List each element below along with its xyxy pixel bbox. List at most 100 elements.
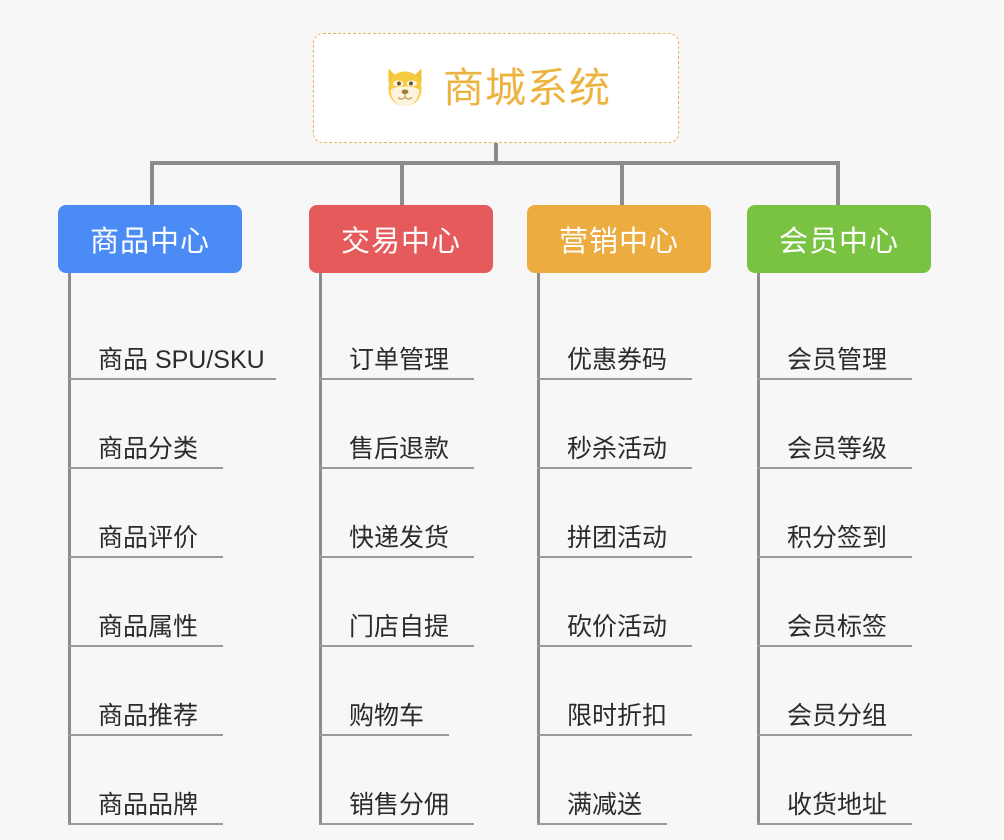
leaf-item[interactable]: 售后退款 bbox=[309, 380, 493, 469]
leaf-label: 会员管理 bbox=[787, 345, 888, 374]
leaf-underline bbox=[319, 467, 474, 469]
leaf-underline bbox=[537, 556, 692, 558]
leaf-item[interactable]: 商品推荐 bbox=[58, 647, 242, 736]
leaf-underline bbox=[68, 823, 223, 825]
leaf-item[interactable]: 收货地址 bbox=[747, 736, 931, 825]
leaf-label: 购物车 bbox=[349, 701, 425, 730]
leaf-label: 门店自提 bbox=[349, 612, 450, 641]
leaf-label: 满减送 bbox=[567, 790, 643, 819]
leaf-underline bbox=[537, 823, 667, 825]
category-column-商品中心: 商品中心 商品 SPU/SKU 商品分类 商品评价 商品属性 商品推荐 bbox=[58, 205, 276, 825]
leaf-underline bbox=[68, 734, 223, 736]
category-header-4[interactable]: 会员中心 bbox=[747, 205, 931, 273]
leaf-list-1: 商品 SPU/SKU 商品分类 商品评价 商品属性 商品推荐 商品品牌 bbox=[58, 273, 276, 825]
leaf-item[interactable]: 会员标签 bbox=[747, 558, 931, 647]
leaf-label: 商品推荐 bbox=[98, 701, 199, 730]
leaf-item[interactable]: 满减送 bbox=[527, 736, 711, 825]
leaf-underline bbox=[319, 556, 474, 558]
connector-root-stem bbox=[494, 143, 498, 163]
leaf-list-4: 会员管理 会员等级 积分签到 会员标签 会员分组 收货地址 bbox=[747, 273, 931, 825]
category-column-营销中心: 营销中心 优惠券码 秒杀活动 拼团活动 砍价活动 限时折扣 bbox=[527, 205, 711, 825]
leaf-underline bbox=[319, 823, 474, 825]
category-label: 商品中心 bbox=[89, 226, 210, 258]
leaf-item[interactable]: 砍价活动 bbox=[527, 558, 711, 647]
leaf-item[interactable]: 限时折扣 bbox=[527, 647, 711, 736]
leaf-label: 订单管理 bbox=[349, 345, 450, 374]
category-label: 会员中心 bbox=[778, 226, 899, 258]
leaf-underline bbox=[757, 467, 912, 469]
leaf-underline bbox=[757, 823, 912, 825]
leaf-underline bbox=[319, 378, 474, 380]
leaf-item[interactable]: 秒杀活动 bbox=[527, 380, 711, 469]
leaf-item[interactable]: 商品 SPU/SKU bbox=[58, 291, 276, 380]
leaf-underline bbox=[68, 467, 223, 469]
leaf-list-2: 订单管理 售后退款 快递发货 门店自提 购物车 销售分佣 bbox=[309, 273, 493, 825]
leaf-spine bbox=[319, 273, 322, 825]
connector-drop-1 bbox=[150, 161, 154, 207]
leaf-label: 收货地址 bbox=[787, 790, 888, 819]
leaf-underline bbox=[537, 378, 692, 380]
connector-drop-3 bbox=[620, 161, 624, 207]
leaf-label: 拼团活动 bbox=[567, 523, 668, 552]
leaf-spine bbox=[68, 273, 71, 825]
leaf-item[interactable]: 商品属性 bbox=[58, 558, 242, 647]
category-column-会员中心: 会员中心 会员管理 会员等级 积分签到 会员标签 会员分组 bbox=[747, 205, 931, 825]
category-header-2[interactable]: 交易中心 bbox=[309, 205, 493, 273]
leaf-underline bbox=[537, 467, 692, 469]
category-header-3[interactable]: 营销中心 bbox=[527, 205, 711, 273]
connector-trunk bbox=[150, 161, 840, 165]
leaf-item[interactable]: 商品品牌 bbox=[58, 736, 242, 825]
leaf-item[interactable]: 订单管理 bbox=[309, 291, 493, 380]
category-column-交易中心: 交易中心 订单管理 售后退款 快递发货 门店自提 购物车 bbox=[309, 205, 493, 825]
leaf-underline bbox=[537, 734, 692, 736]
leaf-label: 会员等级 bbox=[787, 434, 888, 463]
leaf-label: 会员分组 bbox=[787, 701, 888, 730]
leaf-underline bbox=[757, 378, 912, 380]
leaf-item[interactable]: 销售分佣 bbox=[309, 736, 493, 825]
leaf-label: 商品属性 bbox=[98, 612, 199, 641]
leaf-label: 积分签到 bbox=[787, 523, 888, 552]
leaf-underline bbox=[537, 645, 692, 647]
leaf-label: 限时折扣 bbox=[567, 701, 668, 730]
leaf-item[interactable]: 积分签到 bbox=[747, 469, 931, 558]
leaf-underline bbox=[68, 645, 223, 647]
leaf-label: 商品分类 bbox=[98, 434, 199, 463]
leaf-label: 快递发货 bbox=[349, 523, 450, 552]
leaf-underline bbox=[757, 734, 912, 736]
shiba-dog-icon bbox=[388, 68, 422, 106]
leaf-item[interactable]: 商品分类 bbox=[58, 380, 242, 469]
leaf-underline bbox=[319, 645, 474, 647]
leaf-item[interactable]: 商品评价 bbox=[58, 469, 242, 558]
leaf-label: 商品评价 bbox=[98, 523, 199, 552]
leaf-item[interactable]: 优惠券码 bbox=[527, 291, 711, 380]
leaf-item[interactable]: 拼团活动 bbox=[527, 469, 711, 558]
leaf-underline bbox=[757, 645, 912, 647]
leaf-item[interactable]: 快递发货 bbox=[309, 469, 493, 558]
leaf-underline bbox=[68, 378, 276, 380]
leaf-list-3: 优惠券码 秒杀活动 拼团活动 砍价活动 限时折扣 满减送 bbox=[527, 273, 711, 825]
category-label: 交易中心 bbox=[340, 226, 461, 258]
leaf-label: 砍价活动 bbox=[567, 612, 668, 641]
leaf-label: 会员标签 bbox=[787, 612, 888, 641]
leaf-item[interactable]: 会员等级 bbox=[747, 380, 931, 469]
leaf-label: 售后退款 bbox=[349, 434, 450, 463]
leaf-item[interactable]: 门店自提 bbox=[309, 558, 493, 647]
connector-drop-4 bbox=[836, 161, 840, 207]
leaf-item[interactable]: 购物车 bbox=[309, 647, 493, 736]
leaf-underline bbox=[68, 556, 223, 558]
leaf-item[interactable]: 会员管理 bbox=[747, 291, 931, 380]
category-label: 营销中心 bbox=[558, 226, 679, 258]
leaf-spine bbox=[537, 273, 540, 825]
leaf-label: 商品品牌 bbox=[98, 790, 199, 819]
category-header-1[interactable]: 商品中心 bbox=[58, 205, 242, 273]
leaf-item[interactable]: 会员分组 bbox=[747, 647, 931, 736]
leaf-label: 商品 SPU/SKU bbox=[98, 345, 265, 374]
leaf-underline bbox=[757, 556, 912, 558]
leaf-label: 优惠券码 bbox=[567, 345, 668, 374]
leaf-label: 销售分佣 bbox=[349, 790, 450, 819]
root-title: 商城系统 bbox=[443, 64, 611, 111]
root-node[interactable]: 商城系统 bbox=[313, 33, 679, 143]
leaf-underline bbox=[319, 734, 449, 736]
leaf-spine bbox=[757, 273, 760, 825]
